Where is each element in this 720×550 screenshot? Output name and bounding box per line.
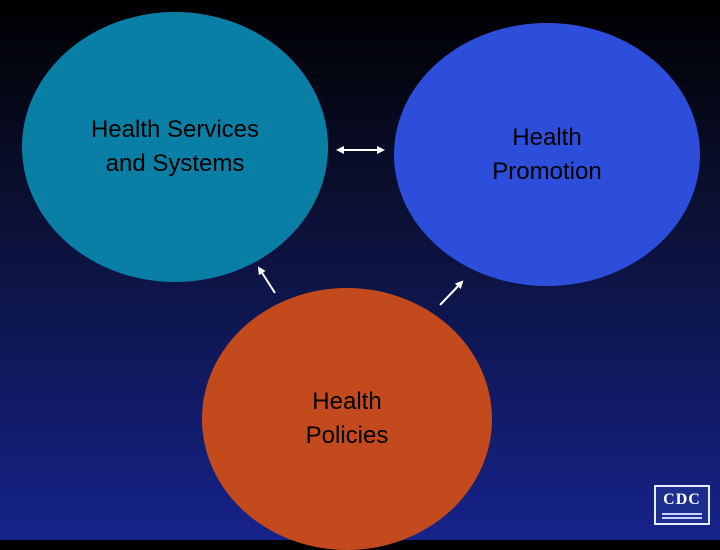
health-promotion-circle: Health Promotion: [394, 23, 700, 286]
health-policies-label-line2: Policies: [305, 422, 389, 449]
cdc-logo-lines: [662, 511, 702, 519]
cdc-logo-text: CDC: [663, 490, 701, 508]
cdc-logo-icon: CDC: [654, 485, 710, 525]
health-policies-label-line1: Health: [312, 388, 382, 416]
health-policies-circle: Health Policies: [202, 288, 492, 550]
health-promotion-label-line2: Promotion: [492, 157, 602, 185]
health-promotion-label-line1: Health: [512, 123, 582, 151]
arrow-policies-to-services: [257, 266, 276, 294]
arrow-policies-to-promotion: [439, 280, 464, 306]
health-services-circle: Health Services and Systems: [22, 12, 328, 282]
health-services-label-line2: and Systems: [105, 150, 245, 177]
health-services-label-line1: Health Services: [90, 116, 260, 144]
